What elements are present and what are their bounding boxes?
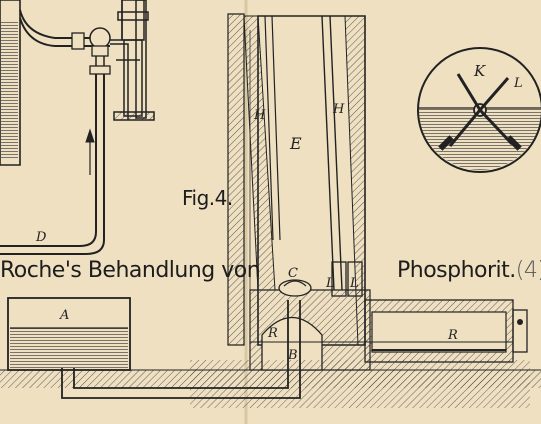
ground [0,360,541,408]
label-k: K [474,62,486,80]
label-h-right: H [333,102,345,117]
label-b: B [288,348,298,363]
connecting-pipe [61,300,301,399]
label-l-left: L [326,276,335,291]
label-r-drum: R [448,328,458,343]
flow-arrow-up-icon [85,128,95,175]
rotating-drum [250,299,528,363]
pipe-system [0,0,140,255]
charging-hoppers [331,261,363,297]
upper-tank-fragment [0,0,21,166]
label-d: D [36,230,47,245]
title-right-text: Phosphorit. [397,258,516,283]
wheel-detail [417,47,541,173]
valve-stand [113,0,155,121]
figure-label: Fig.4. [182,186,233,210]
label-l-right: L [350,276,359,291]
title-number: (4) [515,258,541,283]
label-h-left: H [254,108,266,123]
title-right: Phosphorit.(4) [397,258,541,283]
label-a: A [60,308,70,323]
title-left: Roche's Behandlung von [0,258,261,283]
label-e: E [290,134,302,153]
tank-a [7,297,131,371]
tower-base [249,279,371,371]
label-r-arch: R [268,326,278,341]
label-c: C [288,266,298,281]
label-l-wheel: L [514,76,523,91]
